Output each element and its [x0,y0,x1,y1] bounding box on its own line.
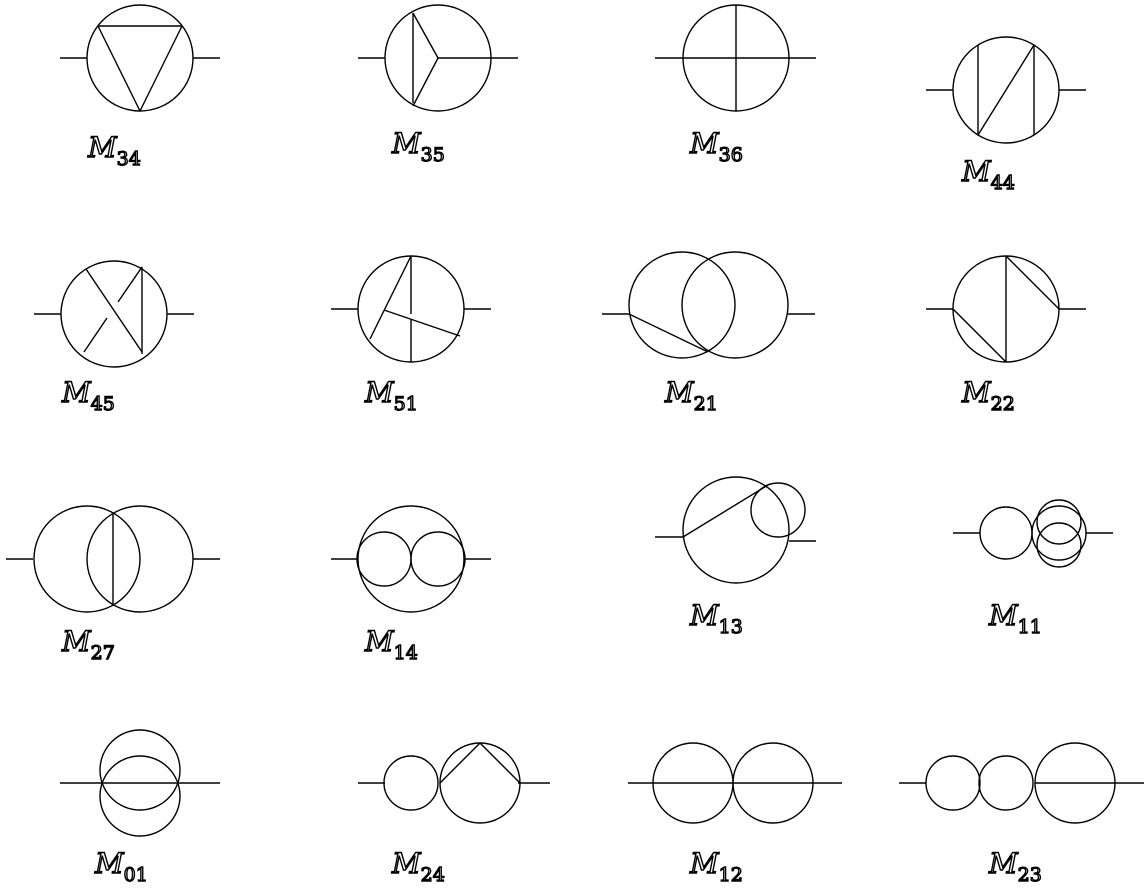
diagram-label-m44: M44 [961,155,1015,194]
diagram-label-m12: M12 [689,847,743,886]
diagram-label-m51: M51 [364,376,418,415]
diagram-m12: M12 [628,742,842,887]
diagram-label-m45: M45 [61,376,115,415]
diagram-m34: M34 [60,4,220,171]
diagram-m23: M23 [899,742,1144,887]
diagram-label-m36: M36 [689,127,743,166]
diagram-m11: M11 [953,499,1113,639]
diagram-label-m01: M01 [94,847,148,886]
diagram-label-m11: M11 [988,599,1042,638]
diagram-label-m35: M35 [391,127,445,166]
diagram-label-m24: M24 [391,847,445,886]
diagram-label-m21: M21 [664,376,718,415]
diagram-label-m27: M27 [61,625,115,664]
diagram-m13: M13 [655,476,816,639]
diagram-label-m23: M23 [988,847,1042,886]
diagram-m44: M44 [926,36,1086,195]
diagram-m22: M22 [926,255,1086,416]
diagram-m45: M45 [34,260,194,416]
diagram-label-m34: M34 [87,131,141,170]
diagram-label-m22: M22 [961,376,1015,415]
diagram-m21: M21 [602,251,815,416]
diagram-m35: M35 [358,4,518,167]
diagram-m24: M24 [358,742,550,887]
diagram-m51: M51 [331,255,491,416]
diagram-m14: M14 [331,505,491,665]
diagram-label-m14: M14 [364,625,418,664]
diagram-m27: M27 [6,505,220,665]
diagram-label-m13: M13 [689,599,743,638]
diagram-m01: M01 [60,729,220,887]
diagram-m36: M36 [655,4,816,167]
